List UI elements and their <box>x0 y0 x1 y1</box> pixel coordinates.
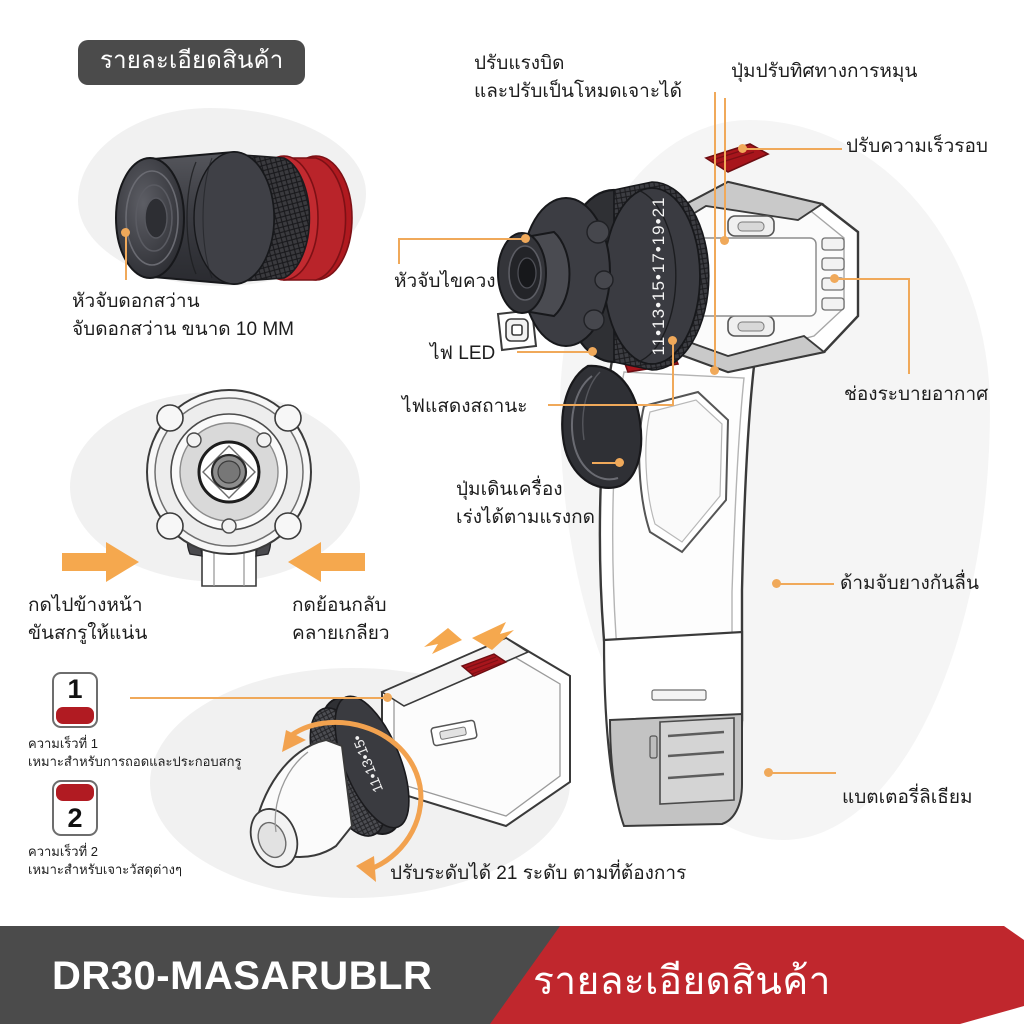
chuck-iso-illustration <box>115 150 353 286</box>
speed-adjust-leader-line <box>742 148 842 150</box>
callout-push-forward: กดไปข้างหน้า ขันสกรูให้แน่น <box>28 592 147 647</box>
trigger-leader-dot <box>615 458 624 467</box>
chuck-callout-dot <box>121 228 130 237</box>
speed-leader-dot <box>383 693 392 702</box>
vent-leader-riser <box>908 278 910 374</box>
callout-trigger-line2: เร่งได้ตามแรงกด <box>456 506 595 528</box>
footer-banner: DR30-MASARUBLR รายละเอียดสินค้า <box>0 920 1024 1024</box>
speed-badge-1-number: 1 <box>67 674 83 704</box>
speed-leader-line <box>130 697 388 699</box>
callout-push-back: กดย้อนกลับ คลายเกลียว <box>292 592 390 647</box>
callout-trigger-line1: ปุ่มเดินเครื่อง <box>456 479 563 500</box>
status-leader-dot <box>668 336 677 345</box>
callout-speed-1-title: ความเร็วที่ 1 <box>28 736 99 751</box>
vent-leader-dot <box>830 274 839 283</box>
callout-torque-line2: และปรับเป็นโหมดเจาะได้ <box>474 80 682 102</box>
callout-bit-holder-text: หัวจับไขควง <box>394 271 496 292</box>
callout-speed-2: ความเร็วที่ 2 เหมาะสำหรับเจาะวัสดุต่างๆ <box>28 843 182 880</box>
grip-leader-line <box>776 583 834 585</box>
led-leader-dot <box>588 347 597 356</box>
battery-leader-dot <box>764 768 773 777</box>
callout-trigger: ปุ่มเดินเครื่อง เร่งได้ตามแรงกด <box>456 476 595 531</box>
callout-push-back-line1: กดย้อนกลับ <box>292 595 387 616</box>
torque-leader-line <box>724 98 726 238</box>
callout-chuck-sub: จับดอกสว่าน ขนาด 10 MM <box>72 318 294 340</box>
callout-push-forward-line1: กดไปข้างหน้า <box>28 595 143 616</box>
torque-ring-markings: 11•13•15•17•19•21 <box>649 197 668 356</box>
callout-status-light: ไฟแสดงสถานะ <box>402 393 527 421</box>
speed-badge-2: 2 <box>52 780 98 836</box>
callout-battery-text: แบตเตอรี่ลิเธียม <box>842 787 973 808</box>
grip-leader-dot <box>772 579 781 588</box>
callout-vent-text: ช่องระบายอากาศ <box>844 384 989 405</box>
callout-led: ไฟ LED <box>430 340 495 368</box>
arrow-push-back-icon <box>288 542 365 582</box>
bit-holder-leader-dot <box>521 234 530 243</box>
page-title-pill: รายละเอียดสินค้า <box>78 40 306 85</box>
bit-holder-leader-riser <box>398 238 400 264</box>
callout-levels-text: ปรับระดับได้ 21 ระดับ ตามที่ต้องการ <box>390 863 687 884</box>
speed-badge-1-bar <box>56 707 94 724</box>
callout-torque-line1: ปรับแรงบิด <box>474 53 565 74</box>
direction-leader-dot <box>710 366 719 375</box>
callout-push-forward-line2: ขันสกรูให้แน่น <box>28 622 148 644</box>
callout-status-light-text: ไฟแสดงสถานะ <box>402 396 528 417</box>
status-leader-riser <box>672 340 674 406</box>
callout-chuck: หัวจับดอกสว่าน จับดอกสว่าน ขนาด 10 MM <box>72 288 294 343</box>
callout-chuck-title: หัวจับดอกสว่าน <box>72 291 200 312</box>
trigger-leader-line <box>592 462 620 464</box>
speed-badge-2-bar <box>56 784 94 801</box>
callout-vent: ช่องระบายอากาศ <box>844 381 988 409</box>
callout-bit-holder: หัวจับไขควง <box>394 268 496 296</box>
chuck-front-illustration <box>146 389 312 587</box>
callout-led-text: ไฟ LED <box>430 343 496 364</box>
bit-holder-leader-line <box>398 238 526 240</box>
callout-push-back-line2: คลายเกลียว <box>292 622 390 644</box>
battery-leader-line <box>768 772 836 774</box>
callout-grip: ด้ามจับยางกันลื่น <box>840 570 979 598</box>
speed-badge-1: 1 <box>52 672 98 728</box>
torque-leader-dot <box>720 236 729 245</box>
drill-bottom-illustration: 11•13•15• <box>249 622 571 882</box>
callout-grip-text: ด้ามจับยางกันลื่น <box>840 573 979 594</box>
direction-leader-line <box>714 92 716 370</box>
callout-speed-1: ความเร็วที่ 1 เหมาะสำหรับการถอดและประกอบ… <box>28 735 241 772</box>
callout-speed-adjust: ปรับความเร็วรอบ <box>846 133 988 161</box>
callout-direction-switch: ปุ่มปรับทิศทางการหมุน <box>731 58 917 86</box>
callout-speed-2-desc: เหมาะสำหรับเจาะวัสดุต่างๆ <box>28 862 182 878</box>
footer-sku: DR30-MASARUBLR <box>52 954 433 998</box>
callout-levels: ปรับระดับได้ 21 ระดับ ตามที่ต้องการ <box>390 860 686 888</box>
drill-main-illustration: 11•13•15•17•19•21 <box>496 143 860 828</box>
speed-badge-2-number: 2 <box>67 803 83 833</box>
callout-torque: ปรับแรงบิด และปรับเป็นโหมดเจาะได้ <box>474 50 682 105</box>
arrow-push-forward-icon <box>62 542 139 582</box>
led-leader-line <box>517 351 591 353</box>
callout-speed-adjust-text: ปรับความเร็วรอบ <box>846 136 988 157</box>
chuck-leader-line <box>125 232 127 280</box>
footer-title: รายละเอียดสินค้า <box>533 960 831 1003</box>
vent-leader-line <box>834 278 910 280</box>
callout-direction-switch-text: ปุ่มปรับทิศทางการหมุน <box>731 61 918 82</box>
callout-battery: แบตเตอรี่ลิเธียม <box>842 784 973 812</box>
callout-speed-1-desc: เหมาะสำหรับการถอดและประกอบสกรู <box>28 754 242 770</box>
status-leader-line <box>548 404 674 406</box>
callout-speed-2-title: ความเร็วที่ 2 <box>28 844 99 859</box>
speed-adjust-leader-dot <box>738 144 747 153</box>
